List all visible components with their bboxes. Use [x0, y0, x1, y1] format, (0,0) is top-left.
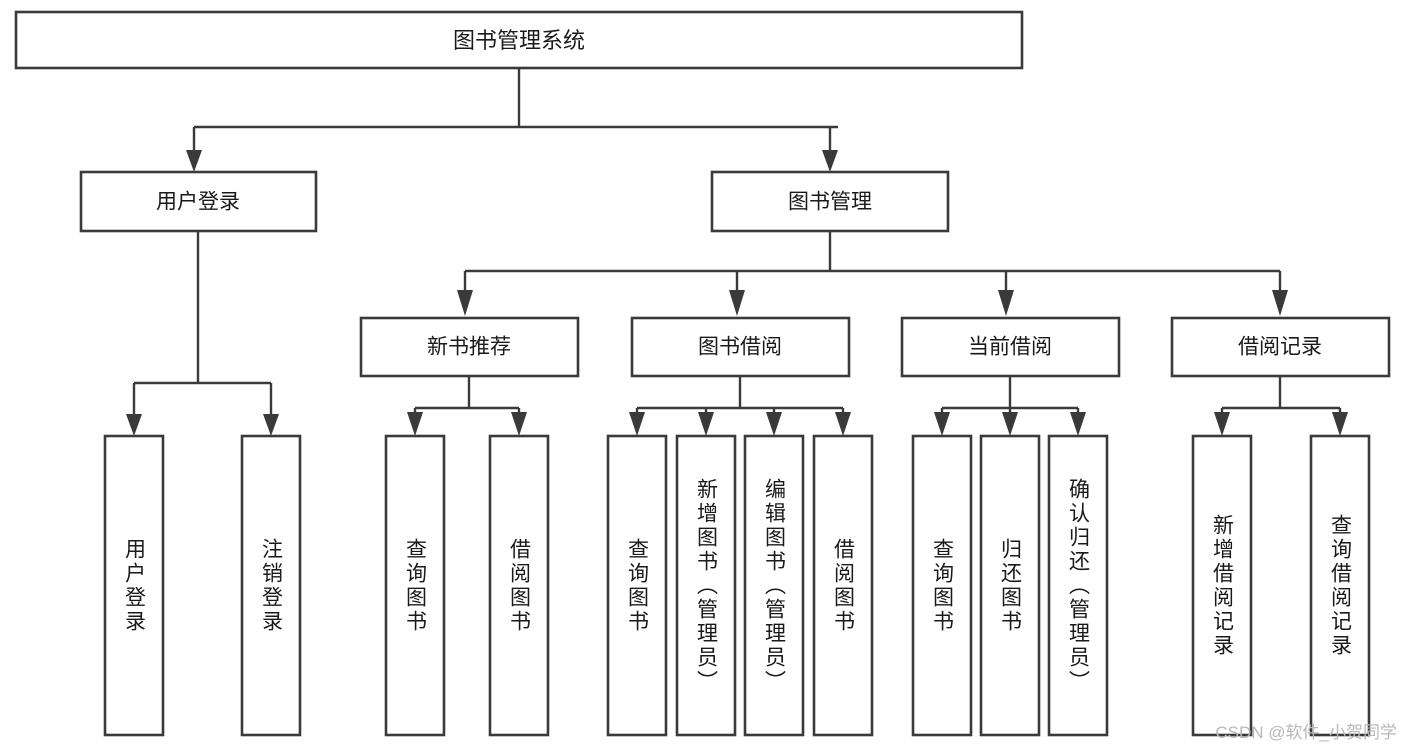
- node-new-book-rec[interactable]: 新书推荐: [359, 316, 580, 378]
- leaf-return-book-box[interactable]: [979, 434, 1041, 737]
- node-new-book-rec-box[interactable]: [359, 316, 580, 378]
- leaf-query-book-2-box[interactable]: [606, 434, 668, 737]
- node-borrow-record-label: 借阅记录: [1238, 336, 1322, 359]
- node-book-borrow-box[interactable]: [630, 316, 851, 378]
- arrow-head-leaf-query-record: [1332, 412, 1348, 436]
- node-current-borrow-label: 当前借阅: [968, 336, 1052, 359]
- arrow-head-leaf-return-book: [1002, 412, 1018, 436]
- node-root-box[interactable]: [14, 10, 1024, 70]
- arrow-head-leaf-add-book: [698, 412, 714, 436]
- node-book-manage[interactable]: 图书管理: [710, 170, 950, 233]
- arrow-head-leaf-edit-book: [766, 412, 782, 436]
- leaf-edit-book-box[interactable]: [743, 434, 805, 737]
- leaf-boxes-borrow-record: [1191, 434, 1371, 737]
- connector-group-current-borrow: [934, 376, 1086, 436]
- leaf-query-book-3-box[interactable]: [911, 434, 973, 737]
- arrow-head-to-book-manage: [822, 150, 838, 172]
- node-user-login-label: 用户登录: [156, 191, 240, 214]
- arrow-head-to-book-borrow: [729, 290, 745, 316]
- leaf-query-book-1-box[interactable]: [384, 434, 446, 737]
- node-borrow-record[interactable]: 借阅记录: [1170, 316, 1391, 378]
- arrow-head-to-user-login: [186, 150, 202, 172]
- connector-group-book-borrow: [629, 376, 851, 436]
- leaf-confirm-return-box[interactable]: [1047, 434, 1109, 737]
- leaf-boxes-new-book-rec: [384, 434, 550, 737]
- connector-group-root: [186, 68, 838, 172]
- leaf-query-record-box[interactable]: [1309, 434, 1371, 737]
- connector-group-book-manage: [457, 231, 1288, 316]
- node-current-borrow-box[interactable]: [900, 316, 1121, 378]
- leaf-boxes-current-borrow: [911, 434, 1109, 737]
- arrow-head-leaf-borrow-book-1: [511, 412, 527, 436]
- leaf-add-record-box[interactable]: [1191, 434, 1253, 737]
- arrow-head-leaf-logout-login: [263, 414, 279, 436]
- arrow-head-leaf-confirm-return: [1070, 412, 1086, 436]
- node-user-login-box[interactable]: [79, 170, 318, 233]
- node-root[interactable]: 图书管理系统: [14, 10, 1024, 70]
- leaf-add-book-box[interactable]: [675, 434, 737, 737]
- arrow-head-to-borrow-record: [1272, 290, 1288, 316]
- node-user-login[interactable]: 用户登录: [79, 170, 318, 233]
- node-book-borrow[interactable]: 图书借阅: [630, 316, 851, 378]
- leaf-user-login-box[interactable]: [103, 434, 165, 737]
- connector-group-borrow-record: [1214, 376, 1348, 436]
- arrow-head-leaf-query-book-1: [407, 412, 423, 436]
- node-new-book-rec-label: 新书推荐: [427, 336, 511, 359]
- arrow-head-leaf-add-record: [1214, 412, 1230, 436]
- node-borrow-record-box[interactable]: [1170, 316, 1391, 378]
- leaf-boxes-user-login: [103, 434, 302, 737]
- leaf-borrow-book-1-box[interactable]: [488, 434, 550, 737]
- leaf-borrow-book-2-box[interactable]: [812, 434, 874, 737]
- node-current-borrow[interactable]: 当前借阅: [900, 316, 1121, 378]
- arrow-head-leaf-user-login: [126, 414, 142, 436]
- arrow-head-leaf-query-book-2: [629, 412, 645, 436]
- arrow-head-leaf-query-book-3: [934, 412, 950, 436]
- node-book-borrow-label: 图书借阅: [698, 336, 782, 359]
- arrow-head-to-new-book-rec: [457, 290, 473, 316]
- arrow-head-to-current-borrow: [998, 290, 1014, 316]
- connector-group-user-login: [126, 231, 279, 436]
- connector-group-new-book-rec: [407, 376, 527, 436]
- leaf-boxes-book-borrow: [606, 434, 874, 737]
- arrow-head-leaf-borrow-book-2: [835, 412, 851, 436]
- node-book-manage-label: 图书管理: [788, 191, 872, 214]
- node-book-manage-box[interactable]: [710, 170, 950, 233]
- node-root-label: 图书管理系统: [453, 28, 585, 53]
- leaf-logout-login-box[interactable]: [240, 434, 302, 737]
- watermark: CSDN @软件_小贺同学: [1215, 723, 1397, 742]
